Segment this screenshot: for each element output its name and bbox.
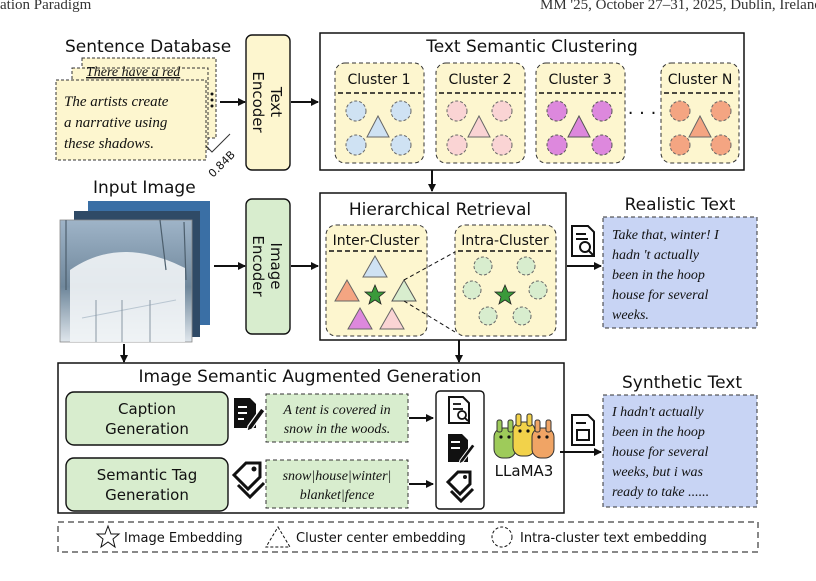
- sentence-back-text: There have a red: [86, 65, 181, 80]
- synthetic-line-2: been in the hoop: [612, 425, 705, 440]
- cluster-label-n: Cluster N: [668, 72, 733, 88]
- realistic-line-2: hadn 't actually: [612, 248, 700, 263]
- generation-title: Image Semantic Augmented Generation: [139, 367, 482, 387]
- cluster-card-n: Cluster N: [660, 62, 740, 164]
- synthetic-line-3: house for several: [612, 445, 709, 460]
- inter-star: [363, 283, 387, 305]
- cluster-label-1: Cluster 1: [347, 72, 410, 88]
- image-encoder-box: [245, 198, 291, 335]
- stack-dots: [210, 92, 214, 108]
- tag-icon: [231, 461, 266, 500]
- realistic-line-1: Take that, winter! I: [612, 228, 720, 243]
- legend-star-label: Image Embedding: [124, 531, 243, 546]
- synthetic-line-1: I hadn't actually: [611, 405, 704, 420]
- cluster-label-2: Cluster 2: [448, 72, 511, 88]
- legend-star-icon: [95, 524, 121, 549]
- tag-text-line-2: blanket|fence: [300, 488, 375, 503]
- sentence-line-2: a narrative using: [64, 115, 168, 131]
- clustering-title: Text Semantic Clustering: [425, 37, 638, 57]
- cluster-card-2: Cluster 2: [435, 62, 526, 164]
- tag-text-line-1: snow|house|winter|: [283, 469, 392, 484]
- text-encoder-line1: Text: [267, 86, 285, 117]
- input-image-stack: [59, 201, 210, 343]
- legend-triangle-icon: [265, 526, 291, 548]
- intra-cluster-label: Intra-Cluster: [461, 233, 549, 249]
- image-encoder-line2: Encoder: [249, 235, 267, 297]
- realistic-title: Realistic Text: [625, 195, 736, 215]
- input-image-title: Input Image: [93, 178, 196, 198]
- intra-star: [493, 283, 517, 305]
- stack-document-edit-icon: [448, 434, 476, 465]
- size-brace: [205, 133, 231, 153]
- legend-circle-label: Intra-cluster text embedding: [520, 531, 707, 546]
- stack-document-search-icon: [448, 396, 470, 424]
- caption-btn-line-2: Generation: [105, 420, 189, 438]
- header-right: MM '25, October 27–31, 2025, Dublin, Ire…: [540, 0, 816, 13]
- cluster-card-1: Cluster 1: [334, 62, 425, 164]
- document-edit-icon: [234, 398, 266, 432]
- caption-text-line-2: snow in the woods.: [284, 422, 391, 437]
- document-search-icon: [571, 225, 595, 257]
- semantic-tag-box: [65, 457, 229, 512]
- realistic-line-3: been in the hoop: [612, 268, 705, 283]
- caption-btn-line-1: Caption: [118, 400, 176, 418]
- legend-triangle-label: Cluster center embedding: [296, 531, 466, 546]
- document-image-icon: [571, 414, 595, 446]
- sentence-db-title: Sentence Database: [65, 37, 231, 57]
- stack-tag-icon: [445, 470, 475, 504]
- cluster-label-3: Cluster 3: [548, 72, 611, 88]
- cluster-ellipsis: · · ·: [628, 103, 657, 124]
- synthetic-title: Synthetic Text: [622, 373, 742, 393]
- synthetic-line-5: ready to take ......: [612, 485, 709, 500]
- caption-text-line-1: A tent is covered in: [282, 403, 390, 418]
- realistic-line-4: house for several: [612, 288, 709, 303]
- legend-circle-icon: [491, 526, 513, 548]
- realistic-line-5: weeks.: [612, 308, 649, 323]
- text-encoder-box: [245, 34, 291, 171]
- legend-box: [57, 521, 759, 553]
- inter-cluster-card: Inter-Cluster: [325, 224, 428, 337]
- caption-generation-box: [65, 391, 229, 446]
- tag-text-box: [265, 459, 409, 509]
- caption-text-box: [265, 393, 409, 443]
- tag-btn-line-2: Generation: [105, 486, 189, 504]
- text-encoder-line2: Encoder: [249, 71, 267, 133]
- synthetic-box: [602, 394, 758, 508]
- retrieval-title: Hierarchical Retrieval: [349, 200, 531, 220]
- llm-label: LLaMA3: [495, 462, 554, 480]
- zoom-lines: [403, 251, 456, 333]
- synthetic-line-4: weeks, but i was: [612, 465, 704, 480]
- sentence-size-label: 0.84B: [206, 148, 238, 180]
- llama-mascots-icon: [493, 413, 555, 459]
- header-left: ation Paradigm: [0, 0, 92, 13]
- image-encoder-line1: Image: [267, 243, 285, 290]
- sentence-line-1: The artists create: [64, 94, 169, 110]
- realistic-box: [602, 216, 758, 329]
- sentence-line-3: these shadows.: [64, 136, 154, 152]
- tag-btn-line-1: Semantic Tag: [97, 466, 198, 484]
- intra-cluster-card: Intra-Cluster: [454, 224, 557, 337]
- sentence-card-front: [55, 79, 207, 161]
- inter-cluster-label: Inter-Cluster: [333, 233, 420, 249]
- cluster-card-3: Cluster 3: [535, 62, 626, 164]
